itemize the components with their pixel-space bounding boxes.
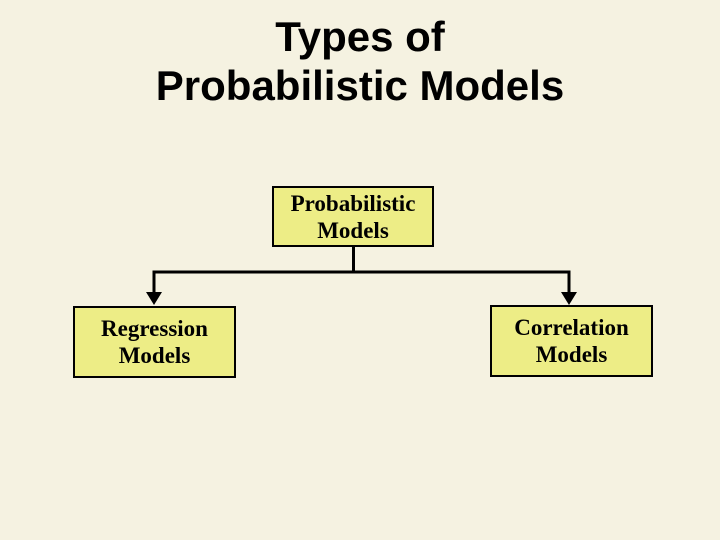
arrowhead-left-icon [146,292,162,305]
arrowhead-right-icon [561,292,577,305]
node-probabilistic-models: Probabilistic Models [272,186,434,247]
title-line-2: Probabilistic Models [155,62,565,109]
node-correlation-models: Correlation Models [490,305,653,377]
title-line-1: Types of [275,13,445,60]
slide-title: Types of Probabilistic Models [0,12,720,110]
node-regression-models: Regression Models [73,306,236,378]
